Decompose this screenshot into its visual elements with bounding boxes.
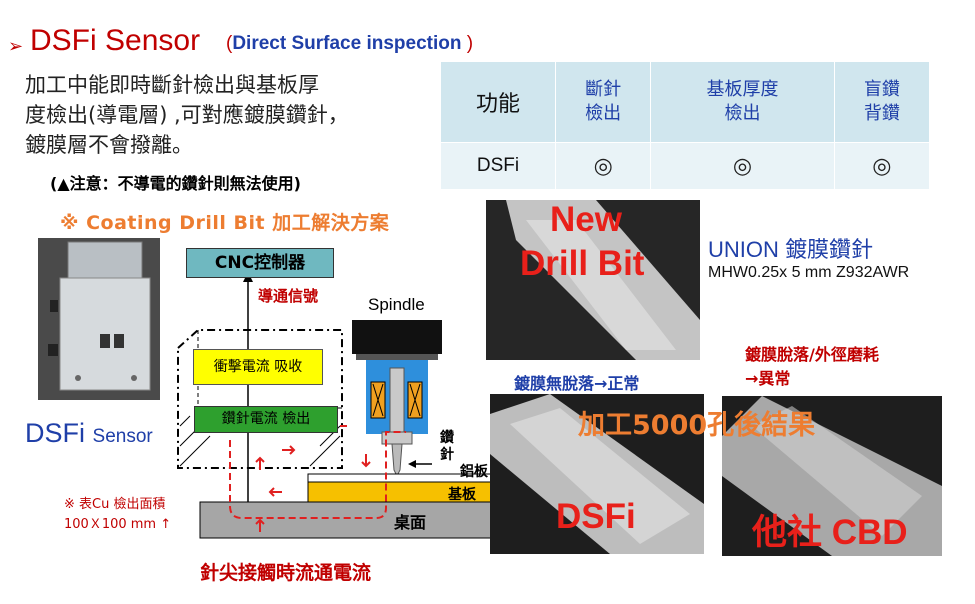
union-bit-title: UNION 鍍膜鑽針 <box>708 237 874 262</box>
substrate-label: 基板 <box>448 487 476 503</box>
usage-note: (▲注意：不導電的鑽針則無法使用) <box>50 174 301 193</box>
result-caption: 加工5000孔後結果 <box>578 410 816 441</box>
page-title: DSFi Sensor <box>30 24 201 57</box>
signal-label: 導通信號 <box>258 287 319 305</box>
table-cell-mark: ◎ <box>650 142 835 190</box>
circuit-diagram <box>177 272 529 539</box>
spindle-label: Spindle <box>368 295 425 314</box>
normal-caption: 鍍膜無脫落→正常 <box>514 374 640 393</box>
new-label: New <box>550 200 622 239</box>
description-line-3: 鍍膜層不會撥離。 <box>25 133 193 157</box>
description-line-1: 加工中能即時斷針檢出與基板厚 <box>25 73 319 97</box>
drill-bit-label-red: Drill Bit <box>520 244 645 283</box>
bullet-arrow-icon: ➢ <box>8 36 24 57</box>
table-header-broken-bit: 斷針檢出 <box>554 61 652 143</box>
cbd-result-photo <box>722 396 942 556</box>
dsfi-photo-label: DSFi <box>556 497 636 536</box>
cbd-photo-label: 他社 CBD <box>752 513 908 552</box>
table-header-thickness: 基板厚度檢出 <box>650 61 835 143</box>
table-row-name: DSFi <box>440 142 556 190</box>
drill-bit-label: 鑽針 <box>440 430 454 463</box>
feature-table: 功能 斷針檢出 基板厚度檢出 盲鑽背鑽 DSFi ◎ ◎ ◎ <box>440 61 931 190</box>
desk-label: 桌面 <box>394 513 427 532</box>
abnormal-caption: 鍍膜脫落/外徑磨耗→異常 <box>745 345 879 388</box>
table-header-blind-drill: 盲鑽背鑽 <box>833 61 931 143</box>
bit-model-number: MHW0.25x 5 mm Z932AWR <box>708 264 910 281</box>
table-cell-mark: ◎ <box>833 142 931 190</box>
aluminum-label: 鋁板 <box>460 464 488 480</box>
dsfi-result-photo <box>490 394 704 554</box>
table-cell-mark: ◎ <box>554 142 652 190</box>
description-line-2: 度檢出(導電層) ,可對應鍍膜鑽針， <box>25 103 349 127</box>
table-header-function: 功能 <box>440 61 556 143</box>
cnc-controller-box: CNC控制器 <box>186 248 334 278</box>
new-drill-bit-photo <box>486 200 700 360</box>
sensor-device-photo <box>38 238 160 400</box>
impact-absorb-box: 衝擊電流 吸收 <box>193 349 323 385</box>
sensor-label: DSFi Sensor <box>25 418 153 448</box>
coating-heading: ※ Coating Drill Bit 加工解決方案 <box>60 212 390 234</box>
current-detect-box: 鑽針電流 檢出 <box>194 406 338 433</box>
diagram-caption: 針尖接觸時流通電流 <box>200 562 372 584</box>
subtitle-open-paren: ( <box>226 33 233 54</box>
subtitle-text: Direct Surface inspection <box>232 33 462 54</box>
subtitle-close-paren: ) <box>466 33 474 54</box>
page-subtitle: (Direct Surface inspection ) <box>226 33 473 55</box>
